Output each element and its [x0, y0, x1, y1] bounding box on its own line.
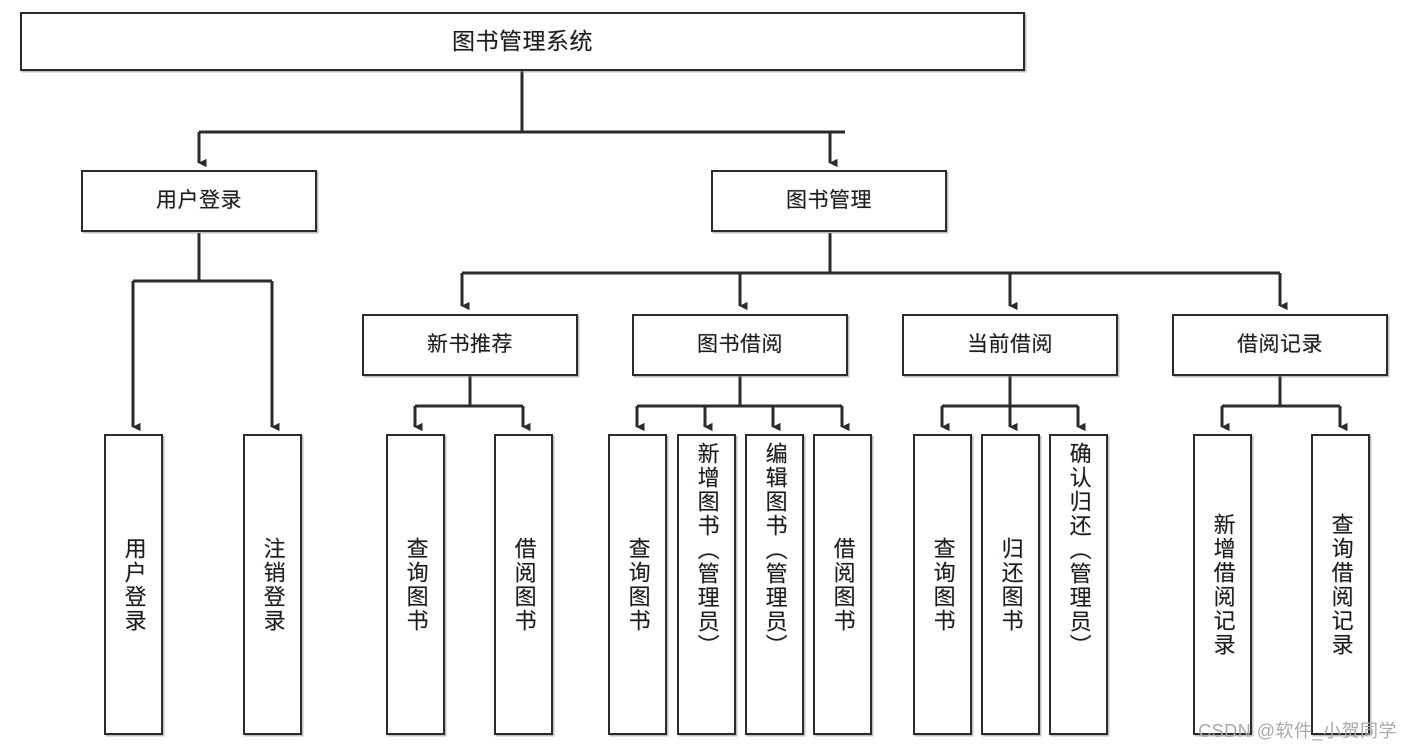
node-leaf-user-login-label: 用户登录 [121, 536, 147, 633]
node-new-book-recommend[interactable]: 新书推荐 [362, 314, 578, 376]
node-leaf-cur-query-book-label: 查询图书 [930, 536, 956, 633]
node-root-system[interactable]: 图书管理系统 [20, 12, 1025, 71]
node-book-manage-label: 图书管理 [786, 188, 872, 212]
node-leaf-cur-confirm-return-label: 确认归还（管理员） [1066, 442, 1092, 658]
node-new-book-recommend-label: 新书推荐 [427, 332, 513, 356]
node-leaf-rec-query-record[interactable]: 查询借阅记录 [1311, 434, 1370, 735]
node-leaf-rec-query-record-label: 查询借阅记录 [1328, 512, 1354, 657]
node-book-manage[interactable]: 图书管理 [711, 170, 947, 232]
node-leaf-borrow-query-book-label: 查询图书 [625, 536, 651, 633]
node-book-borrow-label: 图书借阅 [697, 332, 783, 356]
node-leaf-rec-borrow-book-label: 借阅图书 [511, 536, 537, 633]
node-current-borrow-label: 当前借阅 [967, 332, 1053, 356]
node-leaf-user-logout[interactable]: 注销登录 [243, 434, 302, 735]
node-borrow-record-label: 借阅记录 [1237, 332, 1323, 356]
node-leaf-cur-return-book[interactable]: 归还图书 [981, 434, 1040, 735]
node-user-login-label: 用户登录 [156, 188, 242, 212]
node-leaf-borrow-edit-book[interactable]: 编辑图书（管理员） [745, 434, 804, 735]
node-leaf-rec-add-record-label: 新增借阅记录 [1210, 512, 1236, 657]
node-leaf-user-logout-label: 注销登录 [260, 536, 286, 633]
node-leaf-rec-add-record[interactable]: 新增借阅记录 [1193, 434, 1252, 735]
node-leaf-borrow-edit-book-label: 编辑图书（管理员） [762, 442, 788, 658]
node-leaf-user-login[interactable]: 用户登录 [104, 434, 163, 735]
node-leaf-cur-query-book[interactable]: 查询图书 [913, 434, 972, 735]
node-leaf-cur-confirm-return[interactable]: 确认归还（管理员） [1049, 434, 1108, 735]
node-user-login[interactable]: 用户登录 [81, 170, 317, 232]
node-current-borrow[interactable]: 当前借阅 [902, 314, 1118, 376]
node-leaf-rec-query-book-label: 查询图书 [403, 536, 429, 633]
csdn-watermark: CSDN @软件_小贺同学 [1198, 721, 1397, 741]
node-leaf-rec-borrow-book[interactable]: 借阅图书 [494, 434, 553, 735]
node-leaf-cur-return-book-label: 归还图书 [998, 536, 1024, 633]
node-borrow-record[interactable]: 借阅记录 [1172, 314, 1388, 376]
node-book-borrow[interactable]: 图书借阅 [632, 314, 848, 376]
node-leaf-borrow-add-book[interactable]: 新增图书（管理员） [677, 434, 736, 735]
node-leaf-borrow-borrow-book-label: 借阅图书 [830, 536, 856, 633]
node-leaf-borrow-query-book[interactable]: 查询图书 [608, 434, 667, 735]
node-leaf-borrow-borrow-book[interactable]: 借阅图书 [813, 434, 872, 735]
node-leaf-rec-query-book[interactable]: 查询图书 [386, 434, 445, 735]
node-leaf-borrow-add-book-label: 新增图书（管理员） [694, 442, 720, 658]
node-root-system-label: 图书管理系统 [452, 28, 593, 55]
